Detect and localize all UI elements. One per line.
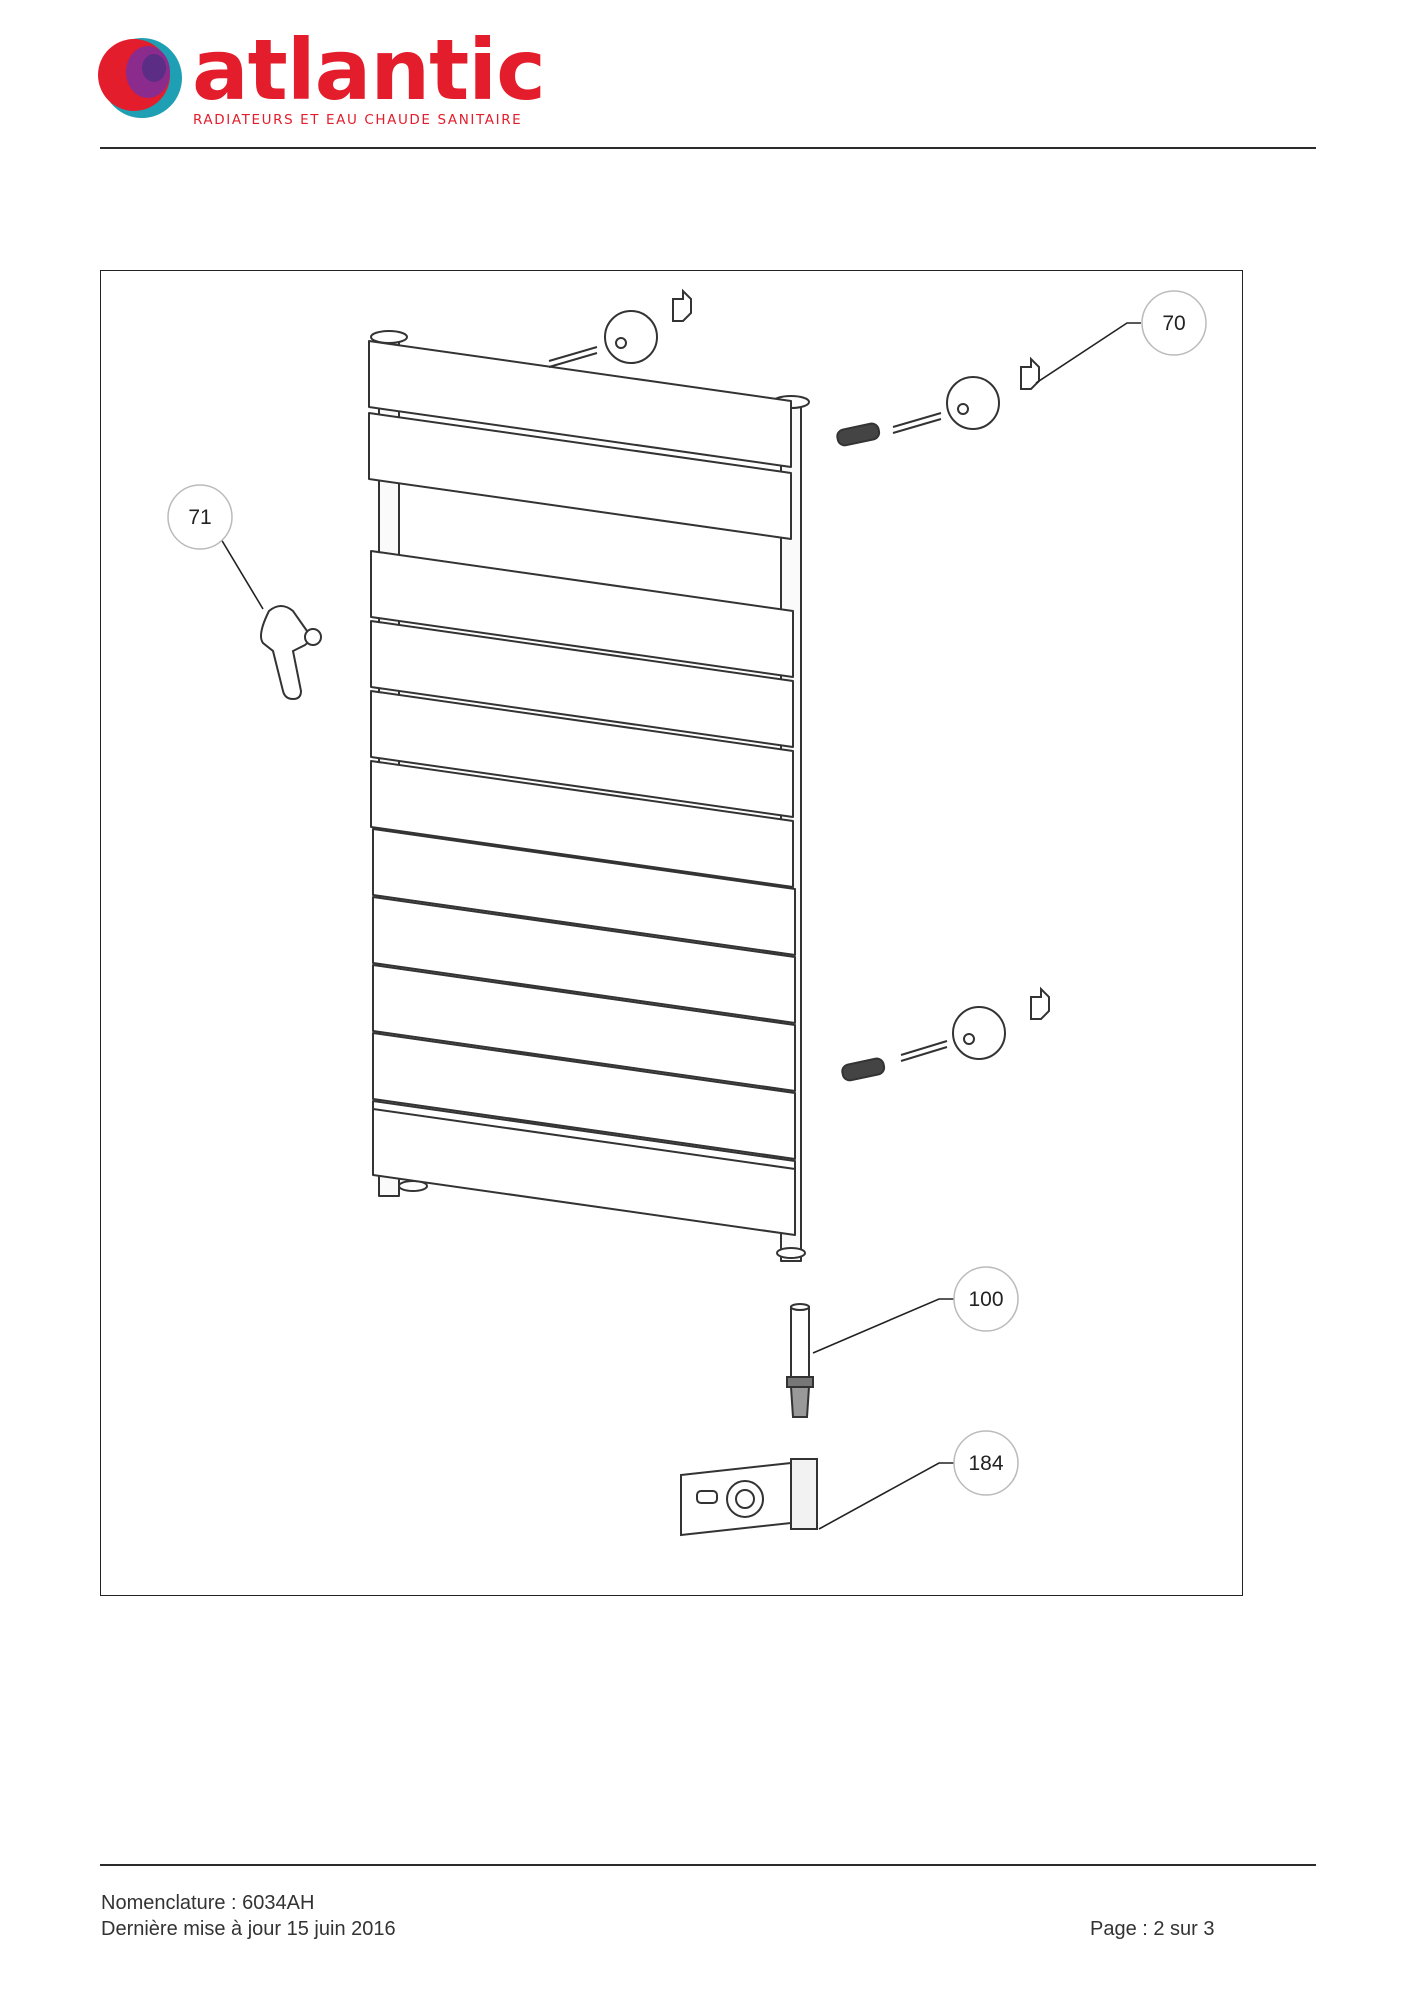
brand-tagline: RADIATEURS ET EAU CHAUDE SANITAIRE [193, 112, 523, 128]
leader-line-100 [812, 1298, 954, 1354]
lower-wall-bracket-set [841, 986, 1050, 1082]
radiator-panels [368, 340, 796, 1236]
exploded-view-diagram: 70 71 100 184 [167, 288, 1207, 1537]
callout-70: 70 [1141, 290, 1207, 356]
collector-foot-icon [776, 1247, 806, 1259]
leader-line-184 [818, 1462, 954, 1530]
page-number: Page : 2 sur 3 [1090, 1918, 1215, 1940]
callout-100-label: 100 [968, 1288, 1003, 1311]
brand-logo: atlantic RADIATEURS ET EAU CHAUDE SANITA… [96, 28, 546, 138]
callout-184: 184 [953, 1430, 1019, 1496]
top-wall-bracket-set [548, 288, 692, 368]
footer-divider [100, 1864, 1316, 1866]
header-divider [100, 147, 1316, 149]
brand-name: atlantic [192, 21, 546, 119]
logo-mark-icon [98, 38, 182, 118]
callout-70-label: 70 [1162, 312, 1185, 335]
callout-100: 100 [953, 1266, 1019, 1332]
callout-71: 71 [167, 484, 233, 550]
leader-line-70 [1035, 322, 1141, 384]
thermostat-control-part [680, 1458, 818, 1537]
key-tool-part [260, 605, 322, 701]
exploded-view-frame: 70 71 100 184 [100, 270, 1243, 1596]
upper-wall-bracket-set [836, 356, 1040, 447]
callout-71-label: 71 [188, 506, 211, 529]
document-reference: Nomenclature : 6034AH [101, 1892, 315, 1914]
callout-184-label: 184 [968, 1452, 1003, 1475]
heating-element-part [786, 1303, 814, 1418]
last-updated: Dernière mise à jour 15 juin 2016 [101, 1918, 396, 1940]
